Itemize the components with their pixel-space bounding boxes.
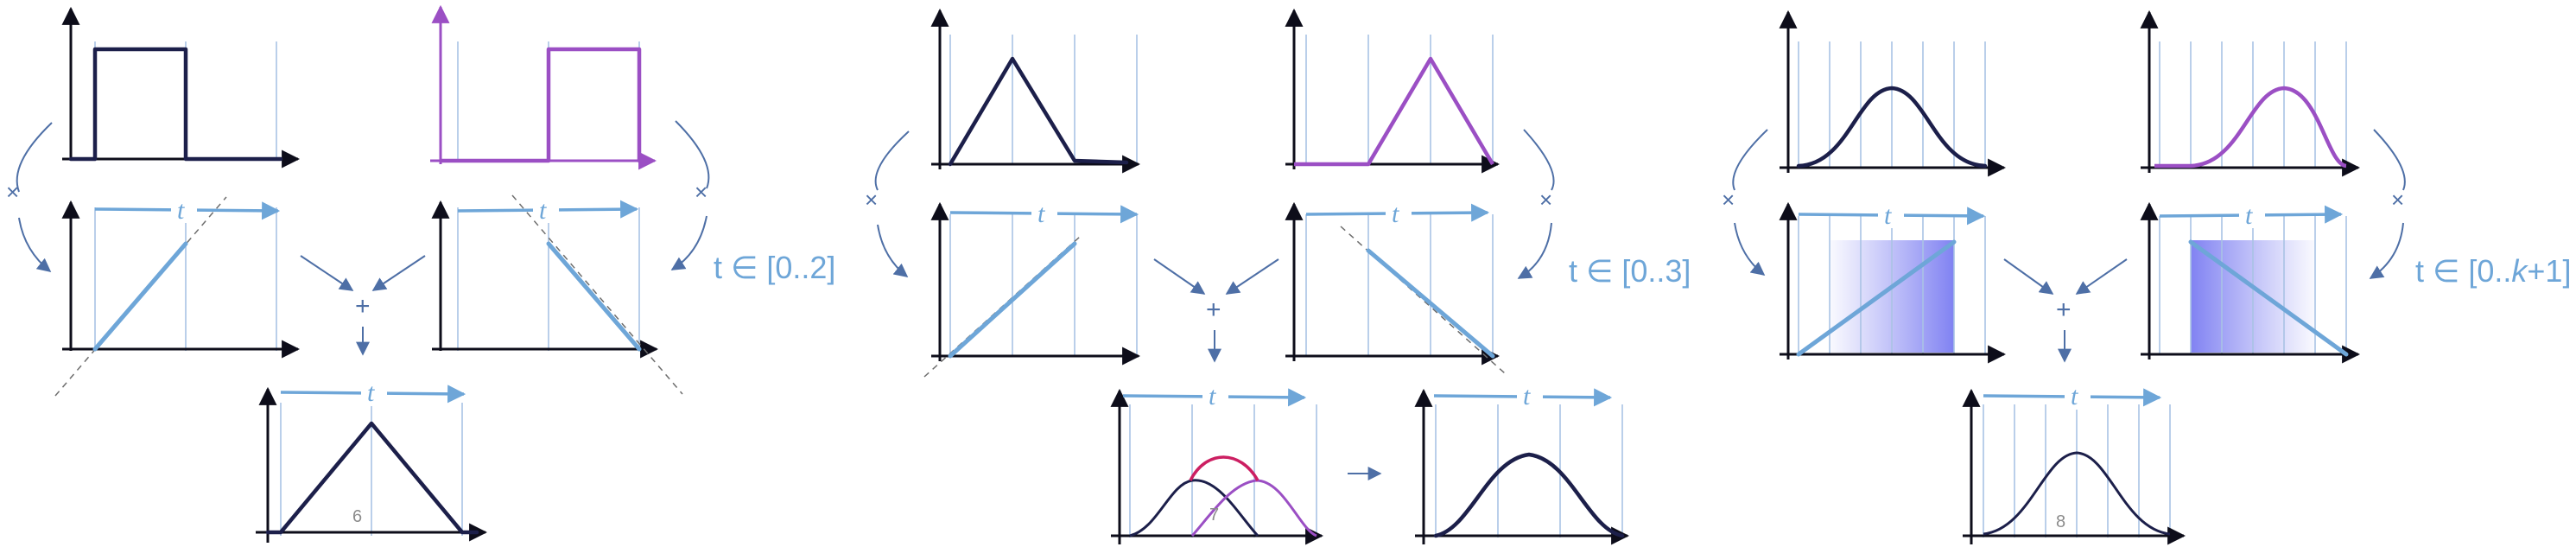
multiply-arrow-right-2: × <box>1517 129 1555 279</box>
svg-text:t: t <box>1037 200 1045 228</box>
plot-tent-top-right <box>1285 8 1501 174</box>
multiply-arrow-left-3: × <box>1722 129 1768 276</box>
multiply-arrow-right-1: × <box>670 120 710 270</box>
sum-junction-3: + <box>2003 258 2128 363</box>
plot-box-mid-left: t <box>54 194 301 397</box>
group-box: × × t t <box>6 4 835 543</box>
plot-tent-mid-right: t <box>1285 197 1506 374</box>
svg-text:t: t <box>1523 382 1531 410</box>
plot-box-result: t 6 <box>256 377 488 543</box>
plot-box-top-left <box>61 6 301 169</box>
svg-text:t: t <box>1884 201 1892 230</box>
range-label-1: t ∈ [0..2] <box>714 250 835 285</box>
svg-text:t: t <box>1209 382 1216 410</box>
svg-text:×: × <box>1722 187 1735 213</box>
svg-text:+: + <box>2056 296 2072 324</box>
plot-box-mid-right: t <box>431 194 683 395</box>
group-tent: × × t <box>865 8 1691 545</box>
plot-bell-result: t 8 <box>1962 380 2186 545</box>
svg-text:+: + <box>1206 296 1221 324</box>
svg-text:×: × <box>1539 187 1552 213</box>
plot-tent-result-components: t 7 <box>1110 380 1324 545</box>
plot-tent-mid-left: t <box>923 197 1141 378</box>
multiply-arrow-left-2: × <box>865 130 910 277</box>
svg-text:t: t <box>1392 200 1399 228</box>
plot-tent-result: t <box>1414 380 1630 545</box>
svg-text:+: + <box>355 292 371 321</box>
plot-bell-mid-left: t <box>1779 199 2007 364</box>
group-bell: × × t <box>1722 10 2571 545</box>
plot-box-top-right <box>430 4 657 170</box>
plot-bell-top-right <box>2140 10 2361 177</box>
sum-junction-1: + <box>300 255 426 356</box>
plot-bell-mid-right: t <box>2140 199 2361 364</box>
sum-junction-2: + <box>1153 258 1279 363</box>
range-label-3: t ∈ [0..k+1] <box>2415 253 2571 289</box>
plot-bell-top-left <box>1779 10 2007 177</box>
svg-text:t: t <box>367 378 375 407</box>
svg-text:×: × <box>2391 187 2404 213</box>
svg-text:t: t <box>177 196 185 225</box>
svg-text:t: t <box>539 196 547 225</box>
range-label-2: t ∈ [0..3] <box>1569 253 1691 289</box>
figure-caption-7: 7 <box>1209 506 1219 525</box>
figure-caption-8: 8 <box>2056 512 2065 531</box>
plot-tent-top-left <box>930 8 1141 174</box>
svg-text:×: × <box>695 179 707 205</box>
svg-text:t: t <box>2071 382 2078 410</box>
multiply-arrow-left-1: × <box>6 122 53 272</box>
figure-caption-6: 6 <box>352 507 362 526</box>
multiply-arrow-right-3: × <box>2369 129 2406 279</box>
svg-text:×: × <box>865 187 878 213</box>
svg-text:t: t <box>2245 201 2253 230</box>
svg-text:×: × <box>6 179 19 205</box>
